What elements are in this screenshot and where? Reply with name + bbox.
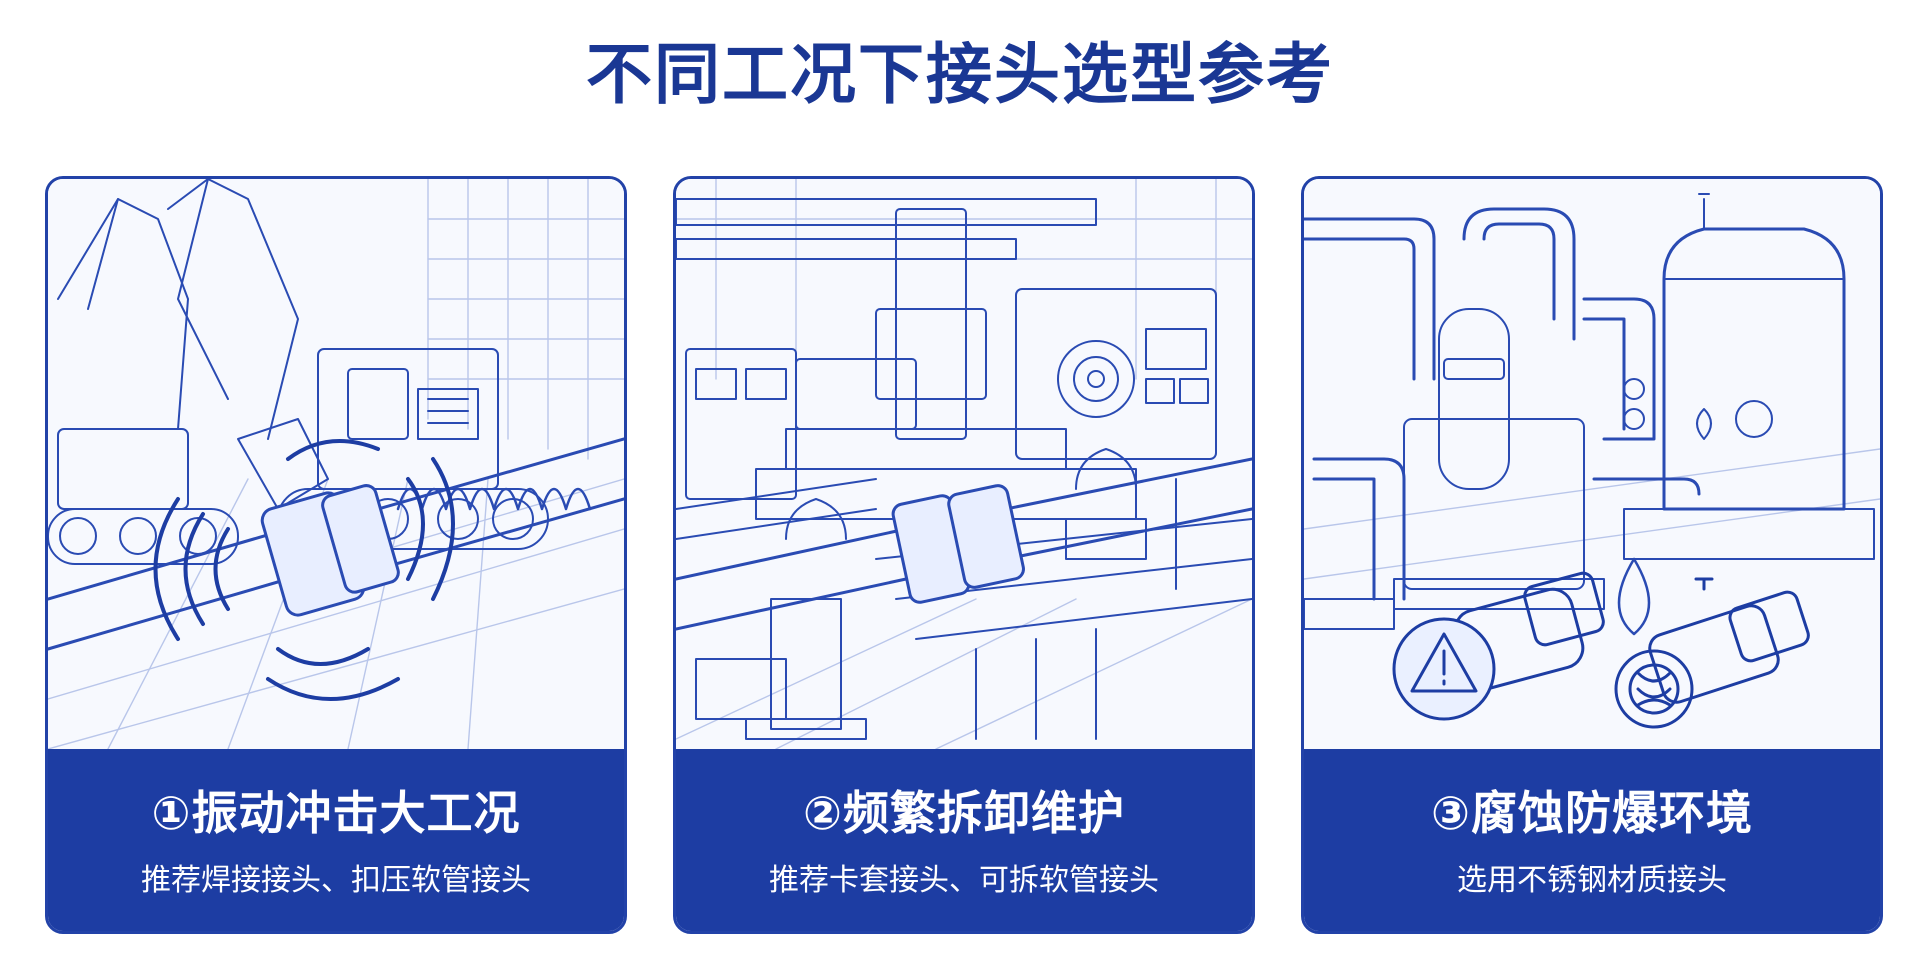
card-grid: ①振动冲击大工况 推荐焊接接头、扣压软管接头 (45, 176, 1883, 936)
card-subtitle: 选用不锈钢材质接头 (1457, 863, 1727, 898)
card-vibration: ①振动冲击大工况 推荐焊接接头、扣压软管接头 (45, 176, 627, 934)
card-title: ③腐蚀防爆环境 (1431, 786, 1753, 840)
caption-vibration: ①振动冲击大工况 推荐焊接接头、扣压软管接头 (48, 749, 624, 931)
card-subtitle: 推荐卡套接头、可拆软管接头 (769, 863, 1159, 898)
card-title: ②频繁拆卸维护 (803, 786, 1125, 840)
caption-maintenance: ②频繁拆卸维护 推荐卡套接头、可拆软管接头 (676, 749, 1252, 931)
chemical-plant-icon (1304, 193, 1880, 729)
caption-corrosion: ③腐蚀防爆环境 选用不锈钢材质接头 (1304, 749, 1880, 931)
chemical-plant-illustration (1304, 179, 1880, 749)
factory-illustration (676, 179, 1252, 749)
card-corrosion: ③腐蚀防爆环境 选用不锈钢材质接头 (1301, 176, 1883, 934)
card-title: ①振动冲击大工况 (151, 786, 521, 840)
card-maintenance: ②频繁拆卸维护 推荐卡套接头、可拆软管接头 (673, 176, 1255, 934)
card-subtitle: 推荐焊接接头、扣压软管接头 (141, 863, 531, 898)
excavator-illustration (48, 179, 624, 749)
page-title: 不同工况下接头选型参考 (586, 36, 1334, 113)
excavator-scene-icon (48, 179, 624, 749)
factory-machinery-icon (676, 179, 1252, 749)
